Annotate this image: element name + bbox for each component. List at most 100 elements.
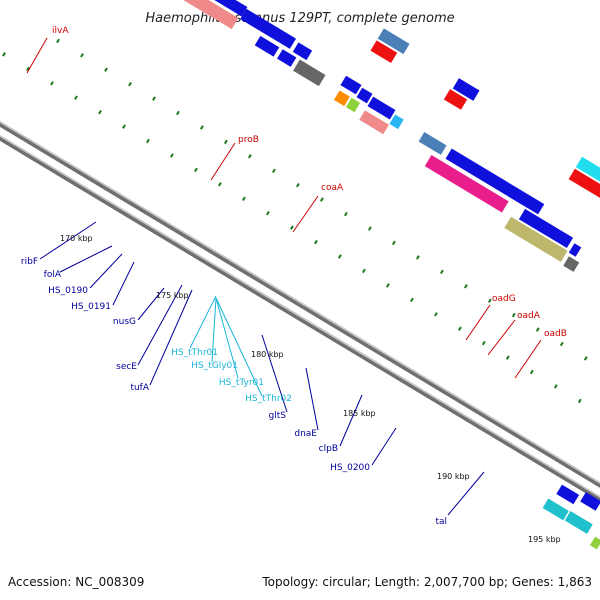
- gene-feature[interactable]: [504, 216, 568, 262]
- track-dot: [583, 356, 588, 361]
- track-dot: [535, 327, 540, 332]
- track-dot: [464, 284, 468, 289]
- gene-coaA-feature[interactable]: [452, 78, 480, 101]
- gene-feature[interactable]: [424, 154, 509, 213]
- track-dot: [481, 340, 486, 346]
- label-tal[interactable]: tal: [435, 517, 447, 527]
- track-dot: [320, 197, 324, 202]
- track-dot: [2, 52, 6, 57]
- track-dot: [242, 196, 246, 202]
- gene-gltS-feature[interactable]: [418, 132, 447, 155]
- gene-nusG-feature[interactable]: [340, 75, 362, 95]
- label-ribF[interactable]: ribF: [21, 257, 38, 267]
- gene-feature[interactable]: [443, 89, 468, 110]
- label-clpB[interactable]: clpB: [319, 444, 338, 454]
- track-dot: [386, 283, 390, 288]
- label-HS_0190[interactable]: HS_0190: [48, 286, 88, 296]
- label-HS_tThr01[interactable]: HS_tThr01: [171, 348, 218, 358]
- label-proB[interactable]: proB: [238, 135, 259, 145]
- label-secE[interactable]: secE: [116, 362, 137, 372]
- track-dot: [440, 269, 444, 275]
- track-dot: [272, 168, 276, 174]
- track-dot: [529, 369, 534, 375]
- track-dot: [194, 167, 198, 173]
- track-dot: [290, 225, 294, 230]
- track-dot: [152, 96, 156, 101]
- gene-feature[interactable]: [254, 35, 280, 57]
- label-HS_tThr02[interactable]: HS_tThr02: [245, 394, 292, 404]
- track-dot: [488, 298, 492, 303]
- gene-oadG-feature[interactable]: [575, 156, 600, 205]
- track-dot: [200, 125, 204, 130]
- label-connectors: [26, 37, 542, 516]
- tick-label: 175 kbp: [156, 291, 189, 300]
- track-dot: [338, 254, 342, 259]
- label-HS_tTyr01[interactable]: HS_tTyr01: [219, 378, 264, 388]
- gene-tufA-feature[interactable]: [345, 97, 361, 113]
- gene-features-inner: [170, 0, 582, 272]
- gene-feature[interactable]: [356, 87, 373, 104]
- track-dot: [416, 255, 420, 260]
- track-dot: [314, 239, 318, 245]
- gene-feature[interactable]: [370, 40, 398, 64]
- track-dot: [410, 297, 414, 303]
- track-dot: [128, 81, 132, 87]
- track-dot: [266, 210, 270, 216]
- gene-feature[interactable]: [589, 536, 600, 550]
- label-dnaE[interactable]: dnaE: [294, 429, 317, 439]
- track-dot: [122, 124, 126, 129]
- track-dot: [511, 312, 516, 318]
- track-dot: [146, 138, 150, 144]
- gene-feature[interactable]: [542, 498, 569, 521]
- label-HS_0200[interactable]: HS_0200: [330, 463, 370, 473]
- track-dot: [218, 182, 222, 187]
- gene-feature[interactable]: [359, 110, 389, 135]
- label-oadA[interactable]: oadA: [517, 311, 541, 321]
- label-folA[interactable]: folA: [44, 270, 62, 280]
- gene-ribF-feature[interactable]: [240, 8, 297, 49]
- track-dot: [344, 211, 348, 217]
- label-tufA[interactable]: tufA: [130, 383, 149, 393]
- track-dot: [80, 53, 84, 58]
- label-oadG[interactable]: oadG: [492, 294, 516, 304]
- gene-feature[interactable]: [564, 511, 593, 534]
- label-gltS[interactable]: gltS: [269, 411, 287, 421]
- tick-label: 195 kbp: [528, 535, 561, 544]
- red-gene-labels: ilvA proB coaA oadG oadA oadB: [52, 26, 567, 339]
- accession-text: Accession: NC_008309: [8, 575, 144, 589]
- label-coaA[interactable]: coaA: [321, 183, 344, 193]
- track-dot: [505, 355, 510, 360]
- track-dot: [434, 312, 438, 317]
- gene-feature[interactable]: [170, 0, 239, 30]
- track-dot: [176, 110, 180, 116]
- gene-oadA-feature[interactable]: [568, 168, 600, 217]
- track-dot: [368, 226, 372, 231]
- gene-tRNA-feature[interactable]: [389, 114, 404, 130]
- gene-dnaE-feature[interactable]: [445, 148, 545, 215]
- tick-label: 190 kbp: [437, 472, 470, 481]
- gene-feature[interactable]: [200, 0, 248, 17]
- blue-gene-labels: ribF folA HS_0190 HS_0191 nusG secE tufA…: [21, 257, 447, 527]
- gene-feature[interactable]: [580, 492, 600, 511]
- gene-feature[interactable]: [367, 96, 396, 120]
- gene-feature[interactable]: [568, 243, 582, 257]
- track-dot: [170, 153, 174, 158]
- track-dot: [248, 154, 252, 159]
- label-nusG[interactable]: nusG: [113, 317, 136, 327]
- gene-feature[interactable]: [292, 42, 313, 61]
- gene-clpB-feature[interactable]: [518, 208, 574, 249]
- gene-feature[interactable]: [556, 484, 580, 505]
- label-ilvA[interactable]: ilvA: [52, 26, 69, 36]
- gene-HS_0190-feature[interactable]: [277, 49, 297, 67]
- label-oadB[interactable]: oadB: [544, 329, 567, 339]
- label-HS_0191[interactable]: HS_0191: [71, 302, 111, 312]
- gene-proB-feature[interactable]: [377, 28, 410, 55]
- gene-HS_0200-feature[interactable]: [563, 256, 580, 272]
- position-tick-labels: 170 kbp 175 kbp 180 kbp 185 kbp 190 kbp …: [60, 234, 561, 544]
- gene-secE-feature[interactable]: [333, 90, 350, 107]
- label-HS_tGly01[interactable]: HS_tGly01: [191, 361, 238, 371]
- gene-HS_0191-feature[interactable]: [293, 59, 326, 87]
- tick-label: 180 kbp: [251, 350, 284, 359]
- genome-summary-text: Topology: circular; Length: 2,007,700 bp…: [261, 575, 592, 589]
